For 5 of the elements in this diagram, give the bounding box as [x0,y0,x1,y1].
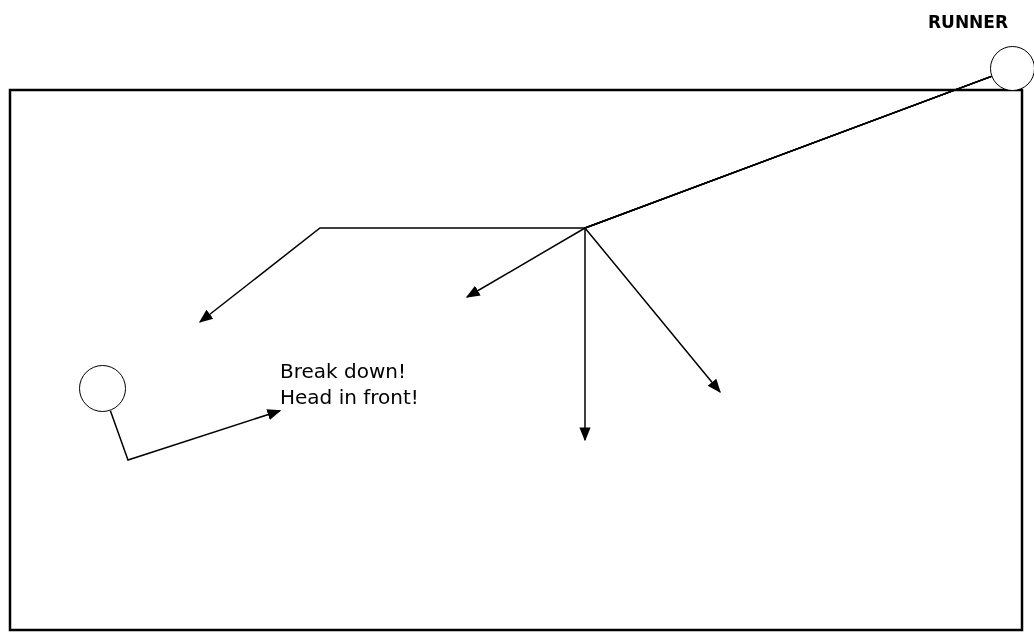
player-circle [990,46,1034,91]
player-circle [79,365,126,412]
coaching-note: Break down! Head in front! [280,358,432,410]
arrow [109,409,282,461]
player-label: RUNNER [928,12,1009,32]
